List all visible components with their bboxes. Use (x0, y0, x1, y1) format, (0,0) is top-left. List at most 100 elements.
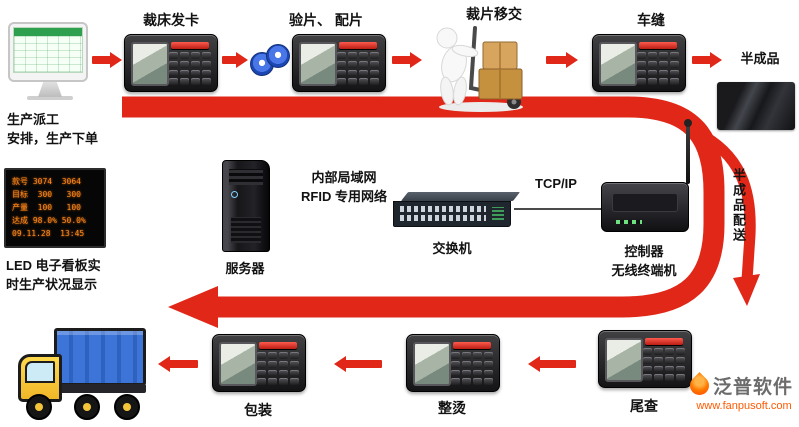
terminal-key (169, 60, 178, 68)
terminal-keypad (337, 52, 379, 85)
thread-spool-icon (266, 44, 290, 68)
terminal-key (654, 348, 663, 355)
brand-name: 泛普软件 (713, 377, 794, 398)
terminal-key (202, 78, 211, 85)
terminal-key (462, 369, 471, 377)
terminal-key (169, 52, 178, 59)
flow-arrow-8 (528, 356, 576, 372)
terminal-key (169, 78, 178, 85)
terminal-screen-icon (605, 338, 643, 382)
terminal-key (637, 60, 646, 68)
terminal-key (169, 69, 178, 77)
terminal-key (473, 360, 482, 368)
rfid-terminal-sewing (592, 34, 686, 92)
terminal-key (180, 69, 189, 77)
monitor-chin (13, 73, 83, 80)
terminal-key (348, 69, 357, 77)
server-label: 服务器 (225, 261, 265, 276)
truck-wheel (114, 394, 140, 420)
terminal-key (451, 352, 460, 359)
terminal-key (654, 356, 663, 364)
production-computer (8, 22, 92, 100)
terminal-key (359, 52, 368, 59)
terminal-key (659, 69, 668, 77)
terminal-key (191, 52, 200, 59)
flow-arrow-6 (158, 356, 198, 372)
truck-window (25, 361, 55, 383)
brand-logo-icon (686, 372, 713, 399)
terminal-key (648, 60, 657, 68)
terminal-power-key (171, 42, 209, 49)
flow-arrow-3 (392, 52, 422, 68)
terminal-key (290, 378, 299, 385)
truck-wheel (74, 394, 100, 420)
switch-top-face (401, 192, 521, 201)
switch-front-face (393, 201, 511, 227)
terminal-key (637, 69, 646, 77)
terminal-key (462, 360, 471, 368)
terminal-screen-icon (219, 342, 257, 386)
terminal-key (279, 360, 288, 368)
truck-wheel (26, 394, 52, 420)
terminal-key (451, 360, 460, 368)
terminal-key (670, 52, 679, 59)
semi-finished-photo (717, 82, 795, 130)
terminal-key (180, 52, 189, 59)
terminal-key (676, 365, 685, 373)
terminal-key (290, 352, 299, 359)
terminal-key (676, 356, 685, 364)
terminal-key (257, 369, 266, 377)
terminal-key (659, 52, 668, 59)
terminal-keypad (257, 352, 299, 385)
terminal-key (359, 78, 368, 85)
terminal-key (268, 369, 277, 377)
terminal-key (337, 78, 346, 85)
terminal-key (462, 378, 471, 385)
terminal-key (665, 348, 674, 355)
flow-arrow-2 (222, 52, 248, 68)
truck-chassis (48, 384, 146, 393)
terminal-key (659, 60, 668, 68)
terminal-key (337, 52, 346, 59)
terminal-key (180, 60, 189, 68)
terminal-key (370, 69, 379, 77)
brand-watermark: 泛普软件 www.fanpusoft.com (686, 372, 798, 412)
switch-ports-row2 (400, 215, 486, 221)
terminal-screen-icon (599, 42, 637, 86)
terminal-key (473, 378, 482, 385)
semi-finished-label: 半成品 (740, 51, 780, 66)
flow-arrow-7 (334, 356, 382, 372)
computer-monitor (8, 22, 88, 82)
rfid-terminal-inspect-match (292, 34, 386, 92)
terminal-key (648, 69, 657, 77)
terminal-power-key (639, 42, 677, 49)
monitor-stand (38, 82, 62, 97)
terminal-power-key (259, 342, 297, 349)
terminal-keypad (643, 348, 685, 381)
terminal-key (348, 52, 357, 59)
terminal-key (257, 352, 266, 359)
rfid-terminal-final-check (598, 330, 692, 388)
monitor-base (27, 96, 73, 100)
terminal-key (670, 69, 679, 77)
main-flow-band (122, 96, 725, 318)
controller-caption: 控制器无线终端机 (611, 244, 677, 278)
terminal-keypad (169, 52, 211, 85)
terminal-key (191, 78, 200, 85)
terminal-key (676, 348, 685, 355)
worker-figure (436, 26, 523, 112)
terminal-key (643, 356, 652, 364)
terminal-key (268, 360, 277, 368)
switch-status-leds (492, 207, 504, 220)
server-vents (231, 217, 261, 243)
rfid-terminal-packing (212, 334, 306, 392)
brand-url[interactable]: www.fanpusoft.com (696, 400, 792, 412)
step-label-cut-card: 裁床发卡 (143, 12, 199, 28)
terminal-key (451, 378, 460, 385)
step-label-packing: 包装 (244, 402, 272, 418)
terminal-key (180, 78, 189, 85)
terminal-key (665, 356, 674, 364)
terminal-key (643, 374, 652, 381)
